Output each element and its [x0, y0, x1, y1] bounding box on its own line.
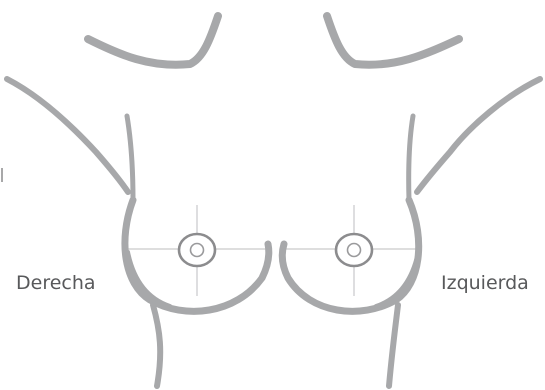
left-shoulder-outline — [417, 79, 540, 192]
left-axilla-fold — [409, 116, 413, 200]
left-lower-torso — [389, 305, 398, 386]
right-nipple — [191, 244, 204, 257]
left-clavicle — [327, 16, 459, 65]
left-nipple — [348, 244, 361, 257]
right-side-label: Derecha — [16, 272, 96, 294]
right-shoulder-outline — [7, 79, 128, 192]
right-lower-torso — [153, 305, 160, 386]
right-clavicle — [88, 16, 218, 65]
left-side-label: Izquierda — [441, 272, 529, 294]
